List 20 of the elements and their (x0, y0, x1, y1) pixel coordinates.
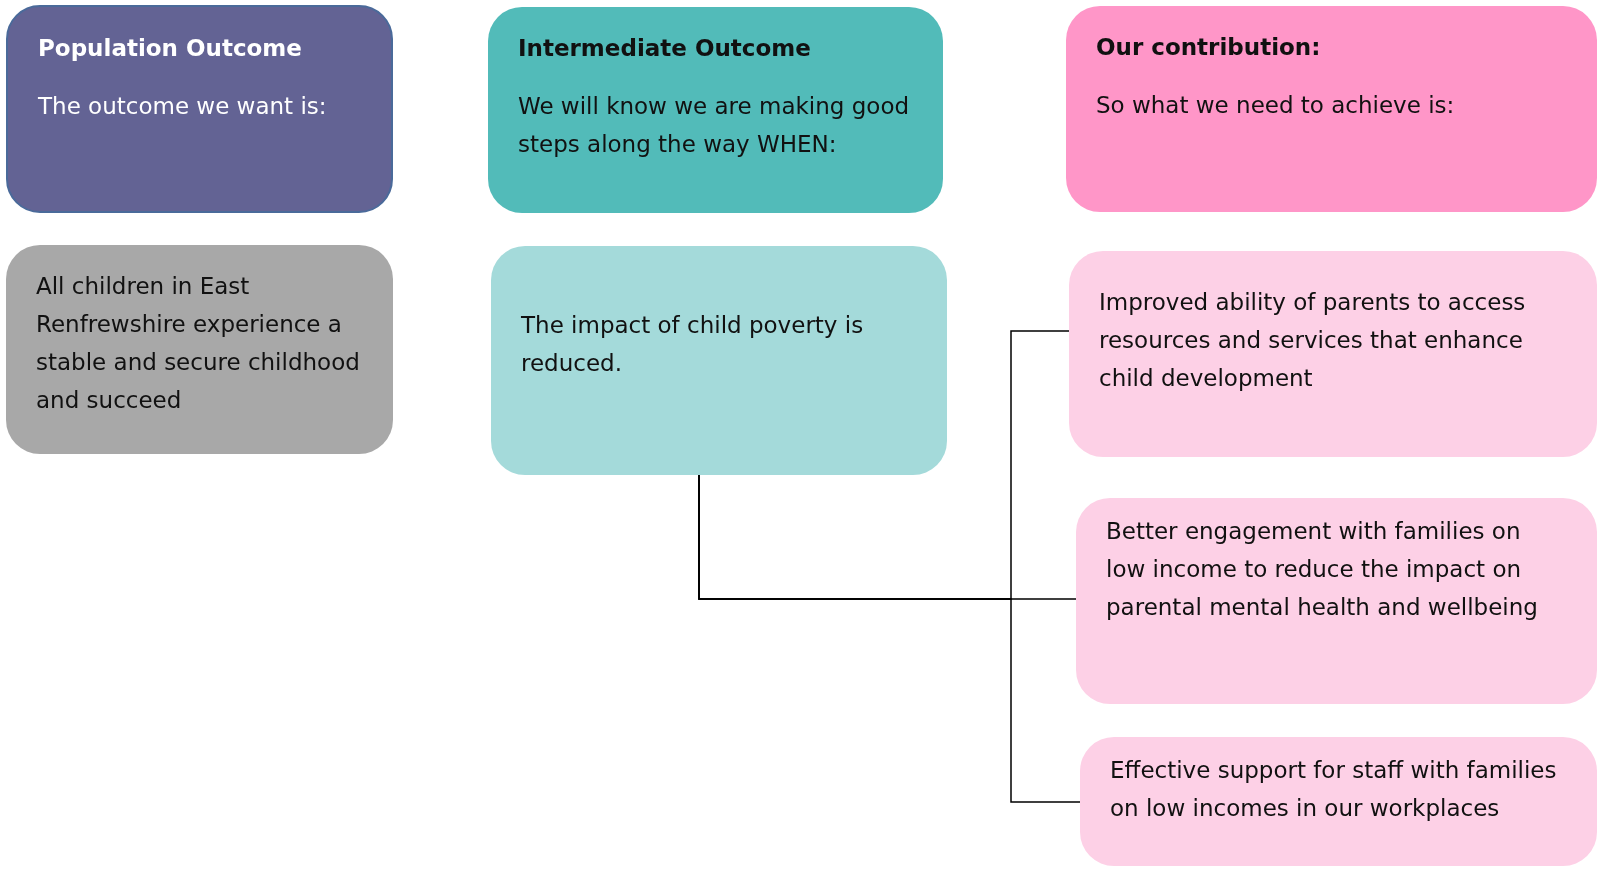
connector-line (698, 474, 1081, 803)
box-text: The impact of child poverty is reduced. (521, 311, 865, 378)
box-text: Better engagement with families on low income to reduce the impact on parental mental health and wellbeing (1106, 517, 1539, 622)
box-text: All children in East Renfrewshire experience a stable and secure childhood and succeed (36, 272, 361, 415)
box-text: The outcome we want is: (38, 92, 328, 121)
outcome-header-box (488, 7, 943, 213)
box-heading: Our contribution: (1096, 33, 1322, 62)
box-heading: Intermediate Outcome (518, 34, 812, 63)
outcome-header-box (6, 5, 393, 213)
box-text: Improved ability of parents to access resources and services that enhance child development (1099, 288, 1527, 393)
outcome-box (6, 245, 393, 454)
outcome-box (491, 246, 947, 475)
box-text: Effective support for staff with families on low incomes in our workplaces (1110, 756, 1558, 823)
contribution-box (1080, 737, 1597, 866)
box-text: We will know we are making good steps along the way WHEN: (518, 92, 911, 159)
box-heading: Population Outcome (38, 34, 303, 63)
contribution-box (1076, 498, 1597, 704)
box-text: So what we need to achieve is: (1096, 91, 1456, 120)
contribution-box (1069, 251, 1597, 457)
outcome-header-box (1066, 6, 1597, 212)
